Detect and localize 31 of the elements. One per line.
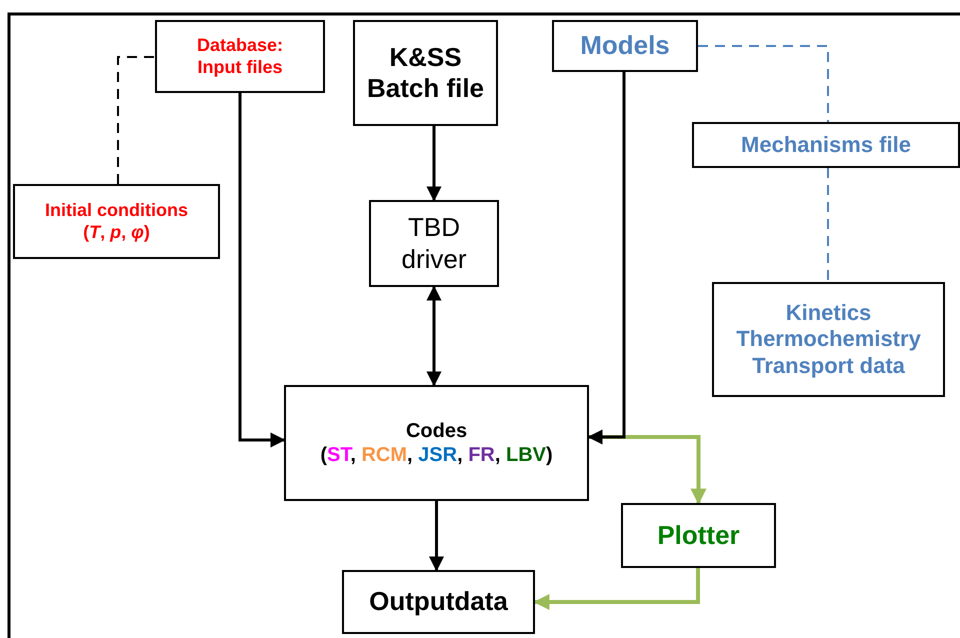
- arrow: [429, 501, 444, 572]
- node-label: TBD driver: [400, 212, 468, 275]
- arrow: [533, 568, 700, 610]
- node-label: Kinetics Thermochemistry Transport data: [735, 300, 922, 380]
- process-box: [284, 385, 589, 501]
- node-label: Initial conditions (T, p, φ): [44, 200, 189, 244]
- node-label: Codes: [406, 419, 468, 443]
- process-box: [353, 20, 498, 126]
- node-label: Outputdata: [369, 586, 508, 618]
- process-box: [342, 570, 535, 634]
- connector-line: [117, 56, 155, 184]
- node-label: (ST, RCM, JSR, FR, LBV): [320, 443, 553, 467]
- process-box: [712, 282, 945, 397]
- node-label: Mechanisms file: [741, 132, 911, 158]
- arrow: [588, 72, 626, 444]
- arrow: [426, 126, 442, 202]
- process-box: [621, 503, 776, 568]
- process-box: [155, 20, 325, 93]
- node-label: K&SS Batch file: [366, 42, 486, 104]
- node-label: Plotter: [657, 520, 740, 552]
- arrow: [238, 93, 286, 448]
- process-box: [13, 184, 220, 259]
- process-box: [552, 20, 698, 72]
- process-box: [692, 122, 960, 168]
- process-box: [369, 200, 499, 287]
- node-label: Models: [580, 30, 670, 62]
- arrow: [426, 286, 442, 386]
- node-label: Database: Input files: [196, 34, 284, 78]
- connector-line: [827, 168, 829, 282]
- arrow: [589, 435, 706, 505]
- connector-line: [698, 45, 829, 122]
